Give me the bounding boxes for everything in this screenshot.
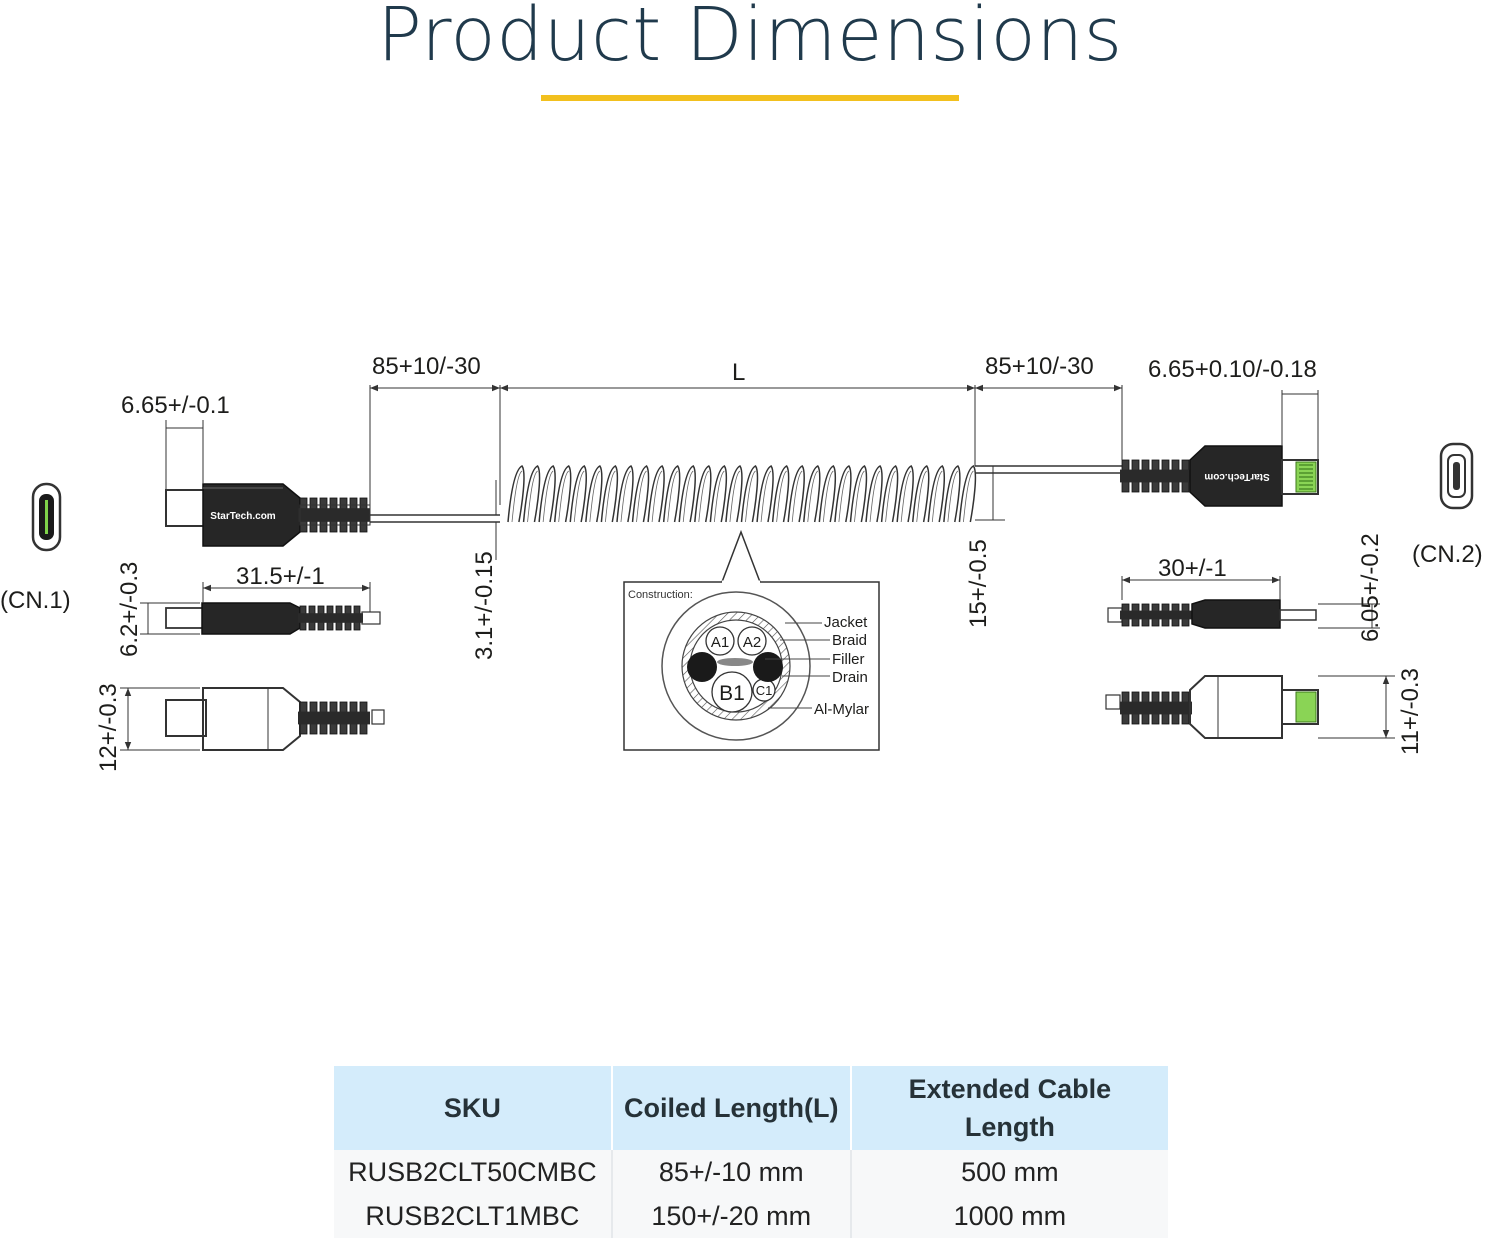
dim-cn2-body-length: 30+/-1 (1158, 555, 1227, 582)
dim-cn1-body-length: 31.5+/-1 (236, 563, 325, 590)
dim-cn2-tip-width: 6.65+0.10/-0.18 (1148, 356, 1317, 383)
cell-sku: RUSB2CLT50CMBC (334, 1150, 613, 1194)
conductor-a1: A1 (711, 634, 729, 651)
conductor-b1: B1 (719, 682, 745, 705)
cn1-top-view: StarTech.com (165, 483, 371, 547)
conductor-a2: A2 (743, 634, 761, 651)
header-sku: SKU (334, 1066, 613, 1150)
label-jacket: Jacket (824, 614, 868, 631)
dim-cn1-tip-width: 6.65+/-0.1 (121, 392, 230, 419)
title-underline (541, 95, 959, 101)
cn2-top-view: StarTech.com (1120, 445, 1319, 507)
dim-cn1-boot-length: 85+10/-30 (372, 353, 481, 380)
header-coiled-length: Coiled Length(L) (611, 1066, 852, 1150)
lightning-end-view-icon (1439, 442, 1474, 510)
table-row: RUSB2CLT1MBC 150+/-20 mm 1000 mm (334, 1194, 1168, 1238)
dim-coil-diameter: 15+/-0.5 (965, 539, 992, 628)
cn1-label: (CN.1) (0, 587, 71, 614)
brand-logo-cn2: StarTech.com (1204, 471, 1269, 482)
dim-coiled-length: L (732, 359, 745, 386)
label-braid: Braid (832, 632, 867, 649)
usb-c-end-view-icon (31, 482, 62, 552)
jacket-ring (661, 591, 811, 741)
cell-extended-length: 1000 mm (953, 1200, 1067, 1231)
cn2-bottom-view (1105, 675, 1319, 739)
dim-cn2-side-thickness: 6.05+/-0.2 (1357, 533, 1384, 642)
dim-cn2-boot-length: 85+10/-30 (985, 353, 1094, 380)
cell-coiled-length: 85+/-10 mm (611, 1150, 852, 1194)
construction-title: Construction: (628, 589, 693, 601)
cn1-bottom-view (165, 687, 385, 751)
cell-extended-length: 500 mm (961, 1156, 1059, 1187)
cn2-label: (CN.2) (1412, 541, 1483, 568)
header-extended-length: Extended Cable Length (908, 1074, 1112, 1142)
cn2-side-view (1107, 599, 1317, 629)
label-filler: Filler (832, 651, 865, 668)
dim-cn1-side-thickness: 6.2+/-0.3 (116, 562, 143, 657)
dim-cn1-width: 12+/-0.3 (95, 683, 122, 772)
page-title: Product Dimensions (377, 0, 1123, 78)
dim-cn2-width: 11+/-0.3 (1397, 668, 1424, 755)
table-header-row: SKU Coiled Length(L) Extended Cable Leng… (334, 1066, 1168, 1150)
dim-cable-diameter: 3.1+/-0.15 (471, 551, 498, 660)
cell-coiled-length: 150+/-20 mm (611, 1194, 852, 1238)
construction-callout: Construction: A1 A2 B1 C1 Jacket Braid F… (623, 529, 880, 751)
brand-logo: StarTech.com (210, 511, 275, 522)
table-row: RUSB2CLT50CMBC 85+/-10 mm 500 mm (334, 1150, 1168, 1194)
dimension-lines (120, 384, 1395, 751)
cell-sku: RUSB2CLT1MBC (334, 1194, 613, 1238)
label-drain: Drain (832, 669, 868, 686)
dimension-drawing: (CN.1) StarTech.com StarTech.com (CN.2) (0, 353, 1483, 772)
coiled-cable (507, 465, 977, 523)
label-al-mylar: Al-Mylar (814, 701, 869, 718)
cn1-side-view (165, 602, 381, 635)
sku-table: SKU Coiled Length(L) Extended Cable Leng… (334, 1066, 1168, 1238)
conductor-c1: C1 (756, 683, 773, 698)
